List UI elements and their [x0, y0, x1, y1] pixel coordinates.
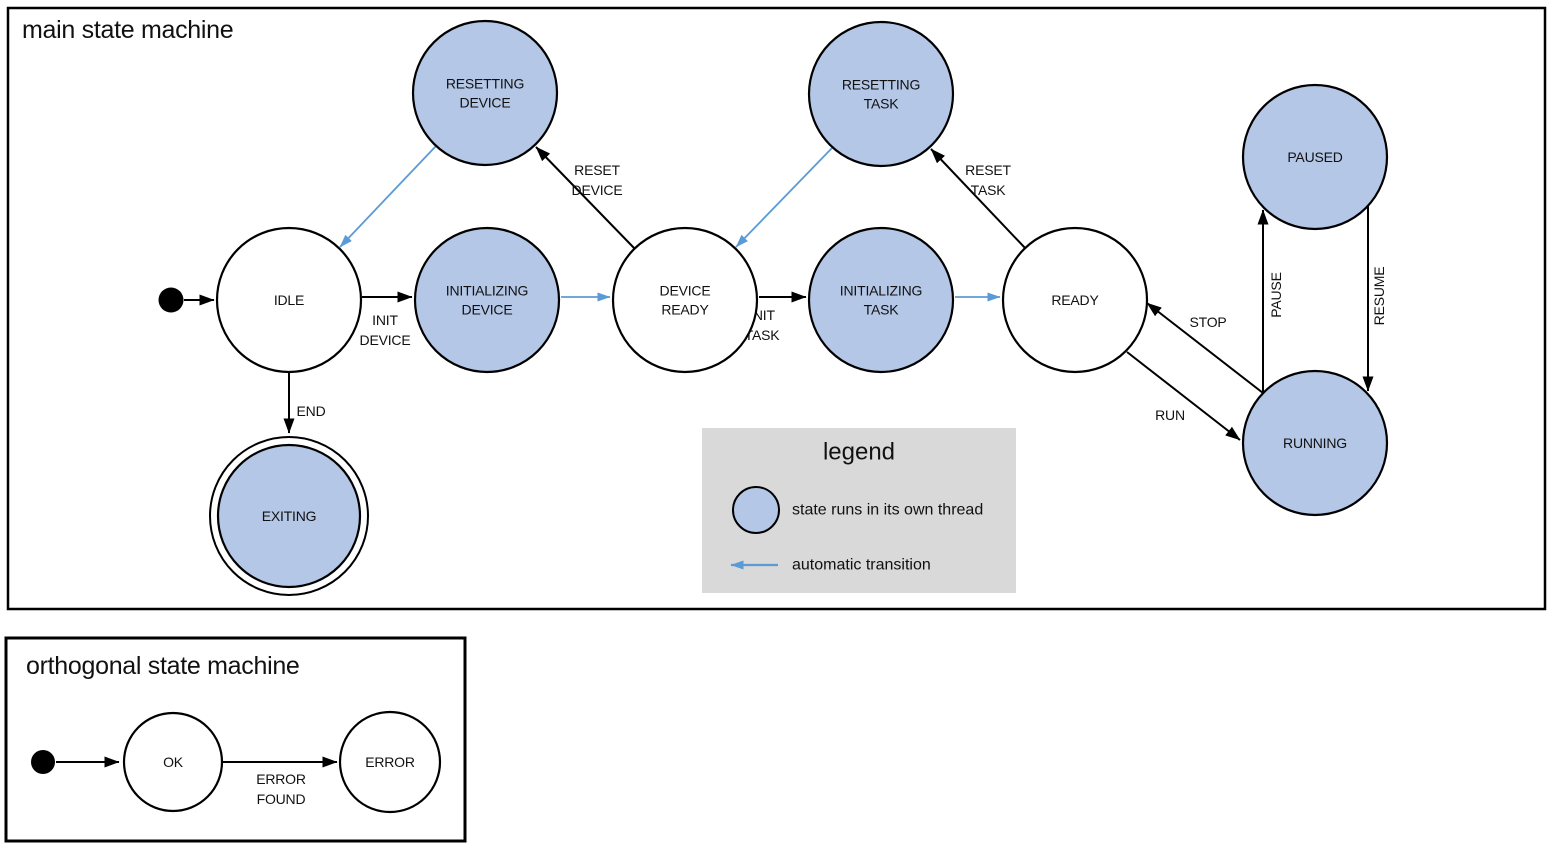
- state-running: RUNNING: [1241, 369, 1389, 517]
- orthogonal-machine-frame: [4, 636, 467, 843]
- transition-ok-to-error-label: FOUND: [257, 791, 306, 807]
- state-device-ready-label: DEVICE: [660, 283, 711, 299]
- state-resetting-device-label: RESETTING: [446, 76, 524, 92]
- state-error-label: ERROR: [365, 754, 415, 770]
- transition-running-to-ready-stop-label: STOP: [1189, 314, 1226, 330]
- state-paused: PAUSED: [1241, 83, 1389, 231]
- transition-device-ready-to-resetting-device: RESET DEVICE: [535, 146, 636, 250]
- state-error: ERROR: [338, 710, 442, 814]
- transition-ready-to-running-run-label: RUN: [1155, 407, 1185, 423]
- transition-device-ready-to-resetting-device-label: DEVICE: [572, 182, 623, 198]
- state-paused-circle: [1241, 83, 1389, 231]
- main-machine-frame: [6, 6, 1547, 611]
- state-error-circle: [338, 710, 442, 814]
- initial-state-marker: [31, 750, 55, 774]
- legend-title: legend: [823, 439, 895, 466]
- transition-idle-to-exiting-end-label: END: [297, 403, 326, 419]
- transition-device-ready-to-resetting-device-label: RESET: [574, 162, 620, 178]
- legend: legend state runs in its own thread automa…: [702, 428, 1016, 593]
- transition-resetting-task-to-device-ready: [735, 147, 833, 248]
- state-running-circle: [1241, 369, 1389, 517]
- state-exiting-label: EXITING: [262, 508, 317, 524]
- transition-resetting-device-to-idle: [339, 145, 437, 248]
- initial-state-marker: [158, 287, 184, 313]
- transition-ok-to-error-label: ERROR: [256, 771, 306, 787]
- transition-resetting-task-to-device-ready-line: [735, 147, 833, 248]
- state-idle-label: IDLE: [274, 292, 304, 308]
- state-device-ready-label: READY: [661, 302, 709, 318]
- state-resetting-device-label: DEVICE: [460, 95, 511, 111]
- transition-paused-to-running-resume-rotated-label: RESUME: [1371, 267, 1387, 326]
- transition-ready-to-running-run: RUN: [1126, 351, 1241, 441]
- transition-ready-to-running-run-line: [1126, 351, 1241, 441]
- transition-idle-to-initializing-device-label: INIT: [372, 312, 398, 328]
- state-resetting-task-circle: [807, 20, 955, 168]
- transition-ready-to-resetting-task-label: TASK: [971, 182, 1007, 198]
- state-initializing-device-label: INITIALIZING: [446, 283, 528, 299]
- state-initializing-task-label: TASK: [864, 302, 900, 318]
- transition-device-ready-to-initializing-task-label: TASK: [745, 327, 781, 343]
- state-initializing-device: INITIALIZING DEVICE: [413, 226, 561, 374]
- transition-paused-to-running-resume: RESUME: [1362, 206, 1387, 392]
- state-ready: READY: [1001, 226, 1149, 374]
- transition-ok-to-error: ERROR FOUND: [223, 756, 338, 807]
- legend-threaded-state-label: state runs in its own thread: [792, 502, 983, 519]
- transition-idle-to-initializing-device: INIT DEVICE: [360, 291, 413, 348]
- state-ok-circle: [122, 711, 224, 813]
- state-resetting-task-label: RESETTING: [842, 77, 920, 93]
- transition-running-to-paused-pause-label: PAUSE: [1268, 272, 1284, 317]
- main-machine: main state machineINITDEVICERESETDEVICEI…: [6, 6, 1547, 611]
- main-machine-title: main state machine: [22, 16, 233, 44]
- transition-running-to-paused-pause-rotated-label: PAUSE: [1268, 272, 1284, 317]
- transition-ready-to-resetting-task-label: RESET: [965, 162, 1011, 178]
- state-ready-label: READY: [1051, 292, 1099, 308]
- transition-running-to-ready-stop-line: [1146, 302, 1264, 394]
- legend-auto-transition-label: automatic transition: [792, 557, 931, 574]
- state-initializing-device-circle: [413, 226, 561, 374]
- legend-threaded-state-icon: [732, 486, 780, 534]
- transition-ready-to-resetting-task-line: [930, 148, 1027, 250]
- transition-resetting-device-to-idle-line: [339, 145, 437, 248]
- state-initializing-task-label: INITIALIZING: [840, 283, 922, 299]
- state-resetting-device: RESETTING DEVICE: [411, 19, 559, 167]
- state-exiting-circle: [216, 443, 362, 589]
- state-device-ready-circle: [611, 226, 759, 374]
- state-idle: IDLE: [215, 226, 363, 374]
- transition-running-to-paused-pause: PAUSE: [1257, 209, 1284, 392]
- orthogonal-machine-title: orthogonal state machine: [26, 652, 300, 680]
- state-ok-label: OK: [163, 754, 184, 770]
- transition-running-to-ready-stop: STOP: [1146, 302, 1264, 394]
- state-resetting-task: RESETTING TASK: [807, 20, 955, 168]
- state-running-label: RUNNING: [1283, 435, 1347, 451]
- transition-idle-to-initializing-device-label: DEVICE: [360, 332, 411, 348]
- state-initializing-task: INITIALIZING TASK: [807, 226, 955, 374]
- state-initializing-task-circle: [807, 226, 955, 374]
- state-device-ready: DEVICE READY: [611, 226, 759, 374]
- state-ok: OK: [122, 711, 224, 813]
- transition-paused-to-running-resume-label: RESUME: [1371, 267, 1387, 326]
- state-ready-circle: [1001, 226, 1149, 374]
- state-paused-label: PAUSED: [1287, 149, 1342, 165]
- transition-device-ready-to-resetting-device-line: [535, 146, 636, 250]
- state-resetting-task-label: TASK: [864, 96, 900, 112]
- state-resetting-device-circle: [411, 19, 559, 167]
- state-initializing-device-label: DEVICE: [462, 302, 513, 318]
- state-idle-circle: [215, 226, 363, 374]
- state-exiting: EXITING: [209, 436, 369, 596]
- transition-idle-to-exiting-end: END: [283, 373, 326, 434]
- transition-ready-to-resetting-task: RESET TASK: [930, 148, 1027, 250]
